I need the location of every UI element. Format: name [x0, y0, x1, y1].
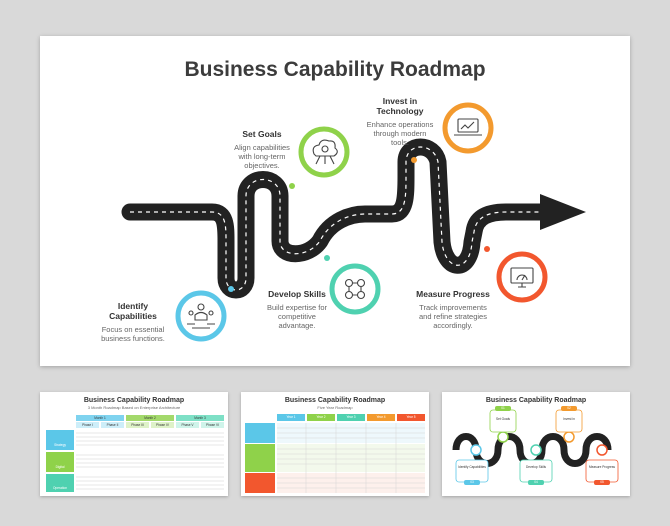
road-diagram: [121, 102, 586, 342]
slide-title: Business Capability Roadmap: [184, 58, 486, 81]
thumb-3-label-4: Develop Skills: [525, 465, 547, 469]
connector-dot-3: [324, 255, 330, 261]
thumb-1-month-3: Month 3: [176, 415, 224, 421]
team-icon: [187, 303, 215, 329]
step-circle-4: [442, 102, 494, 154]
thumb-1-row-strategy: Strategy: [46, 430, 74, 450]
thumb-1-row-digital: Digital: [46, 452, 74, 472]
thumb-2-year-5: Year 5: [397, 414, 425, 421]
thumb-1-phase-5: Phase V: [176, 422, 199, 428]
thumb-3-num-3: 03: [470, 480, 474, 484]
thumb-3-title: Business Capability Roadmap: [485, 397, 587, 404]
step-5-title: Measure Progress: [416, 289, 490, 299]
step-circle-3: [329, 263, 381, 315]
thumb-1-month-1: Month 1: [76, 415, 124, 421]
thumb-1-grid-lines: [76, 432, 224, 490]
thumb-1-phase-6: Phase VI: [201, 422, 224, 428]
thumb-2-table-body: [245, 423, 425, 493]
thumb-3-label-2: Invest in Technology: [563, 417, 575, 421]
thumb-1-title: Business Capability Roadmap: [83, 397, 185, 404]
step-3-title: Develop Skills: [268, 289, 326, 299]
step-2-title: Set Goals: [242, 129, 282, 139]
thumb-1-phase-3: Phase III: [126, 422, 149, 428]
thumb-1-month-2: Month 2: [126, 415, 174, 421]
connector-dot-5: [484, 246, 490, 252]
thumb-2-title: Business Capability Roadmap: [284, 397, 386, 404]
gauge-monitor-icon: [510, 267, 534, 288]
thumb-2-year-2: Year 2: [307, 414, 335, 421]
thumb-3-num-1: 01: [501, 406, 505, 410]
main-slide: Business Capability Roadmap: [40, 36, 630, 366]
thumb-1-row-operation: Operation: [46, 474, 74, 492]
thumb-3-label-1: Set Goals: [496, 417, 510, 421]
connector-dot-1: [228, 286, 234, 292]
thumbnail-slide-1[interactable]: Business Capability Roadmap 3 Month Road…: [40, 392, 228, 496]
thumb-3-num-4: 04: [534, 480, 538, 484]
thumbnail-slide-3[interactable]: Business Capability Roadmap Set Goals In…: [442, 392, 630, 496]
thumb-2-year-3: Year 3: [337, 414, 365, 421]
step-circle-1: [175, 290, 227, 342]
connector-dot-2: [289, 183, 295, 189]
thumb-1-phase-1: Phase I: [76, 422, 99, 428]
thumbnail-slide-2[interactable]: Business Capability Roadmap Five Year Ro…: [241, 392, 429, 496]
thumb-3-label-5: Measure Progress: [588, 465, 616, 469]
thumb-3-label-3: Identify Capabilities: [458, 465, 486, 469]
thumb-1-phase-2: Phase II: [101, 422, 124, 428]
thumb-1-subtitle: 3 Month Roadmap Based on Enterprise Arch…: [87, 405, 181, 410]
thumb-3-road: [452, 406, 619, 485]
road-center-line: [130, 146, 548, 291]
cloud-gear-icon: [312, 139, 338, 165]
step-circle-2: [298, 126, 350, 178]
laptop-chart-icon: [454, 118, 482, 136]
thumb-2-year-4: Year 4: [367, 414, 395, 421]
thumb-2-year-1: Year 1: [277, 414, 305, 421]
skills-network-icon: [344, 278, 366, 300]
thumb-1-phase-4: Phase IV: [151, 422, 174, 428]
thumb-3-num-2: 02: [567, 406, 571, 410]
connector-dot-4: [411, 157, 417, 163]
road-arrow-head: [540, 194, 586, 230]
step-circle-5: [496, 251, 548, 303]
thumb-2-subtitle: Five Year Roadmap: [317, 405, 353, 410]
thumb-3-num-5: 05: [600, 480, 604, 484]
